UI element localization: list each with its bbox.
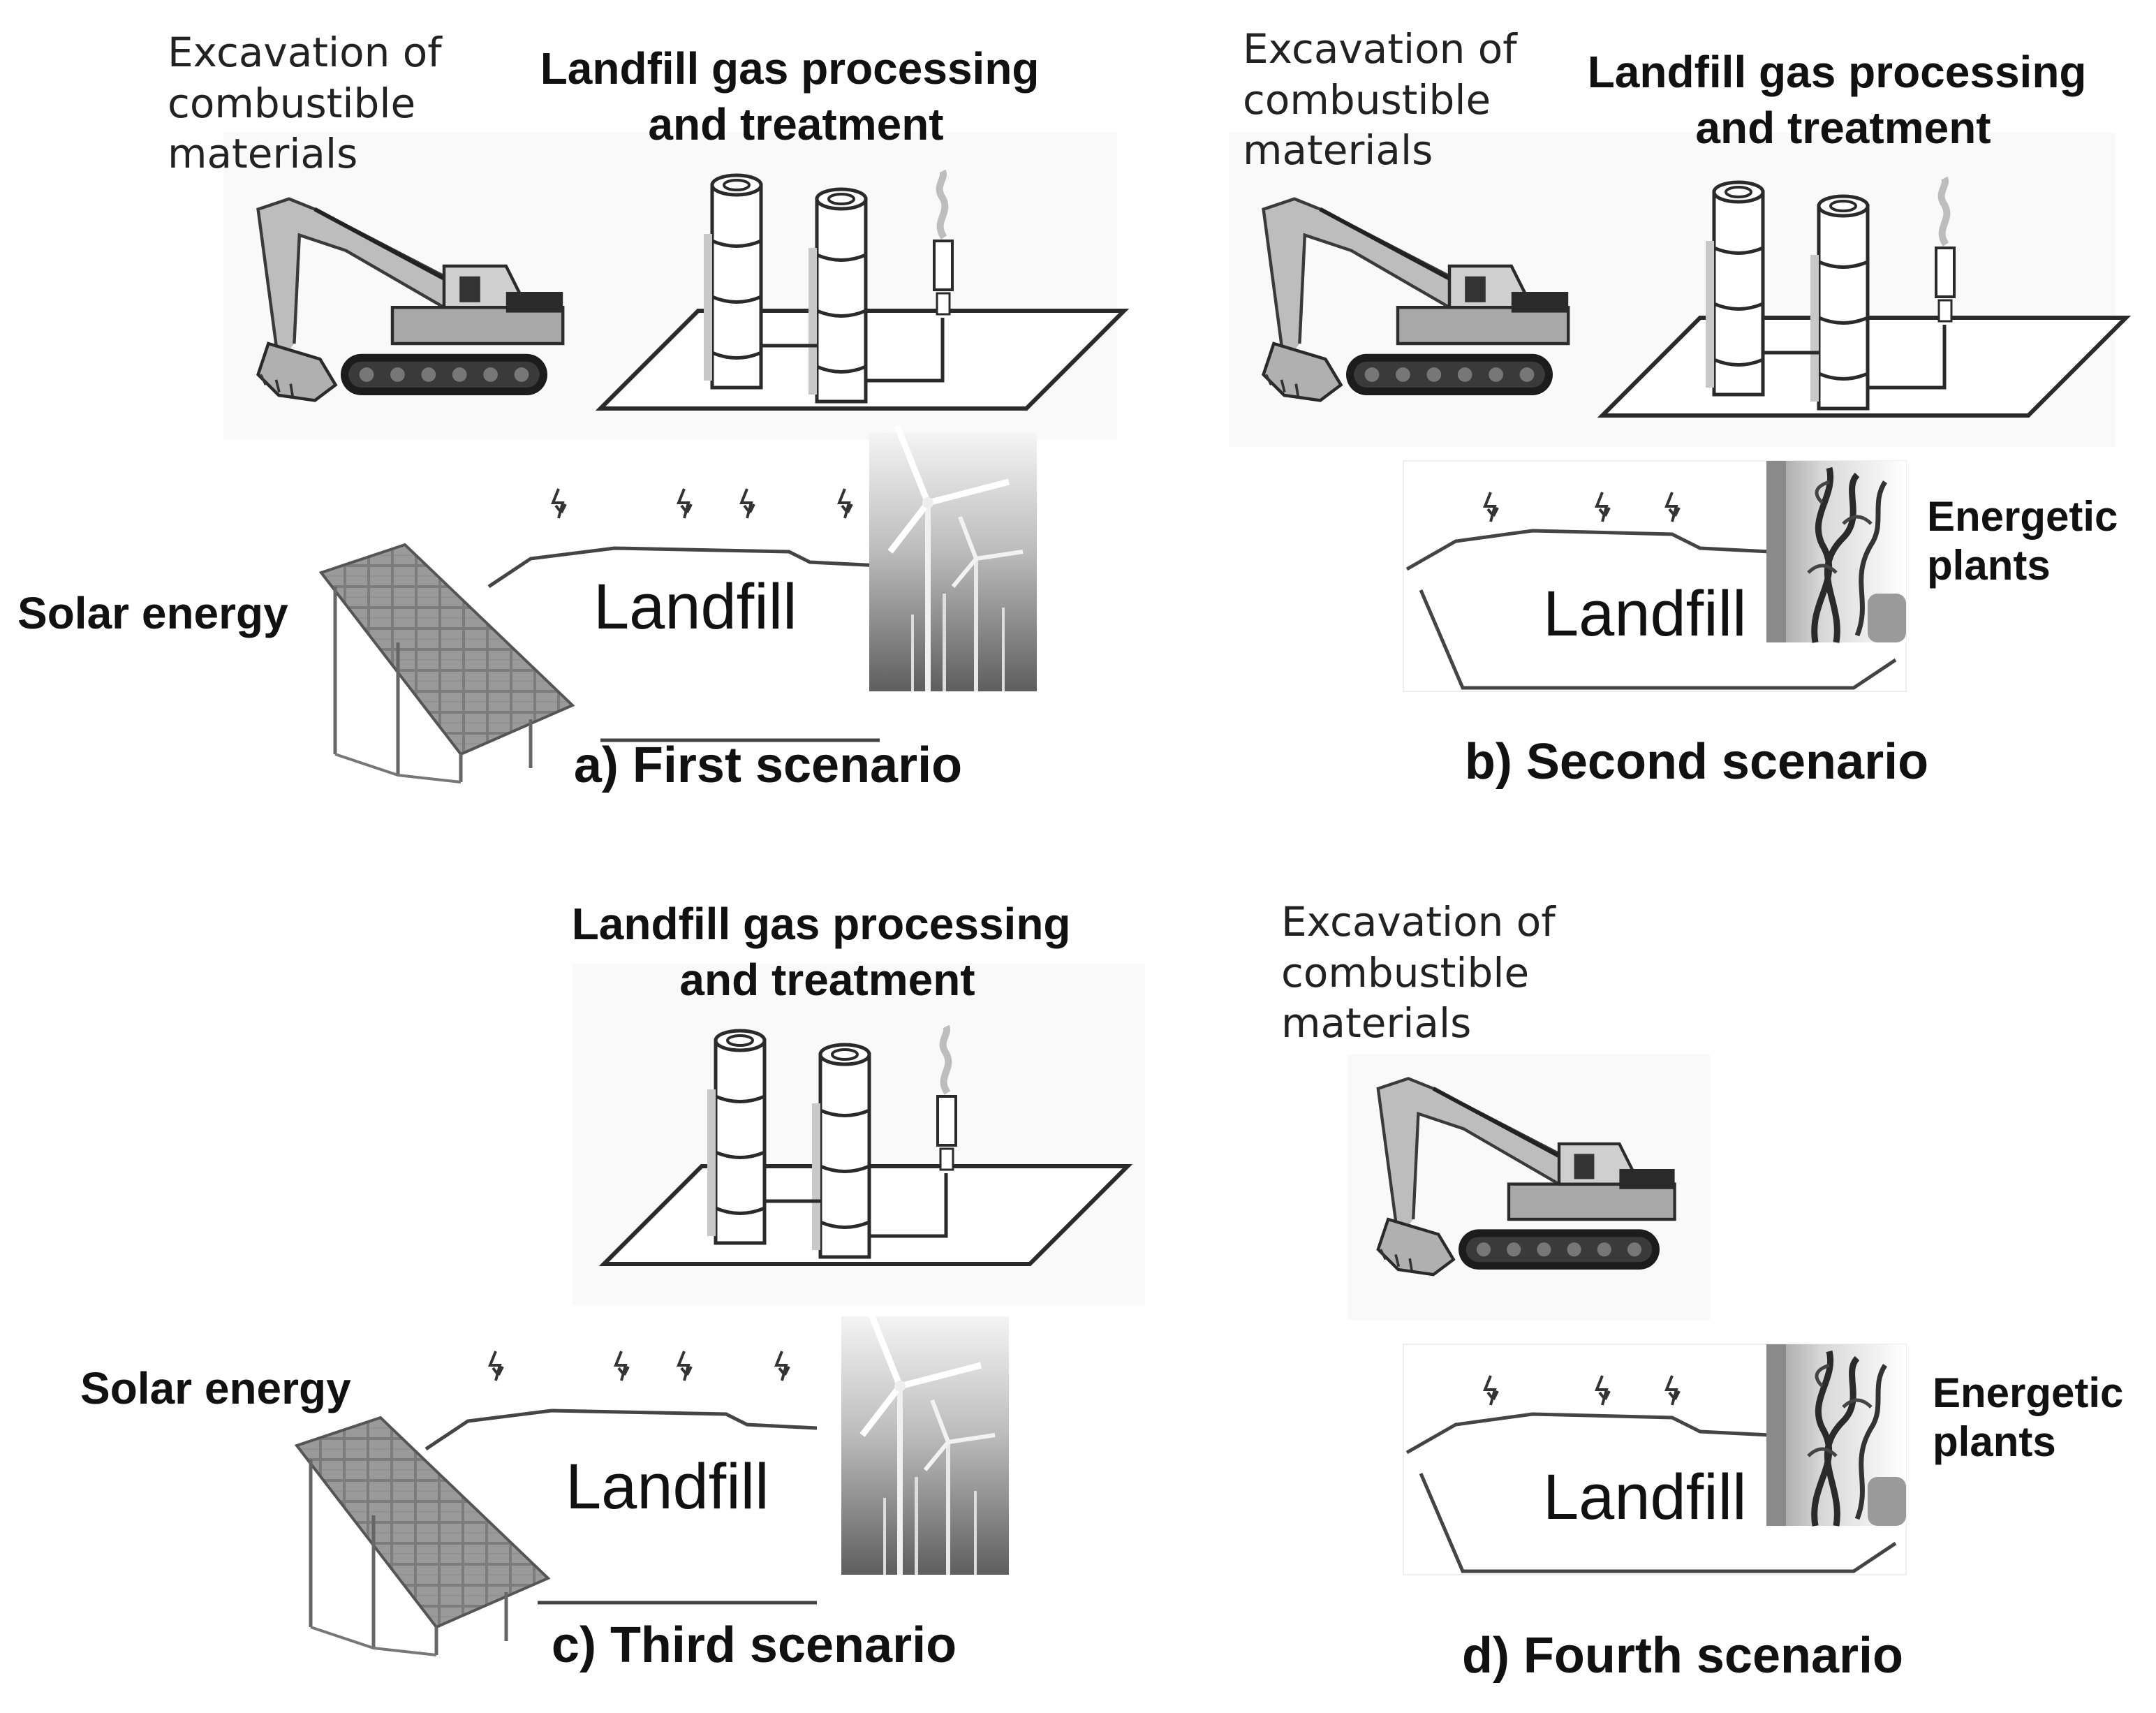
caption-second-scenario: b) Second scenario xyxy=(1465,734,1928,790)
panel-third-scenario: Landfill gas processing and treatment La… xyxy=(80,899,1145,1673)
gas-label-c: Landfill gas processing and treatment xyxy=(572,899,1084,1005)
gas-label-a: Landfill gas processing and treatment xyxy=(540,43,1052,149)
landfill-label-d: Landfill xyxy=(1543,1462,1747,1533)
solar-label-a: Solar energy xyxy=(17,588,288,638)
solar-label-c: Solar energy xyxy=(80,1363,351,1413)
caption-third-scenario: c) Third scenario xyxy=(552,1617,957,1673)
plants-label-d: Energetic plants xyxy=(1933,1369,2135,1465)
excavation-label-b: Excavation of combustible materials xyxy=(1243,25,1530,174)
landfill-label-a: Landfill xyxy=(593,571,797,642)
caption-fourth-scenario: d) Fourth scenario xyxy=(1462,1628,1903,1684)
panel-first-scenario: Excavation of combustible materials Land… xyxy=(17,29,1124,793)
excavation-label-a: Excavation of combustible materials xyxy=(168,29,455,177)
panel-fourth-scenario: Excavation of combustible materials Land… xyxy=(1281,898,2135,1684)
wind-turbines-icon xyxy=(841,1309,1009,1575)
gas-label-b: Landfill gas processing and treatment xyxy=(1588,47,2099,153)
energetic-plants-icon xyxy=(1766,461,1906,642)
caption-first-scenario: a) First scenario xyxy=(574,737,962,793)
energetic-plants-icon xyxy=(1766,1344,1906,1526)
plants-label-b: Energetic plants xyxy=(1927,493,2129,589)
panel-second-scenario: Excavation of combustible materials Land… xyxy=(1229,25,2129,790)
solar-panel-icon xyxy=(297,1418,548,1655)
excavation-label-d: Excavation of combustible materials xyxy=(1281,898,1568,1047)
solar-panel-icon xyxy=(321,545,573,782)
wind-turbines-icon xyxy=(869,426,1037,691)
landfill-label-b: Landfill xyxy=(1543,578,1747,649)
landfill-label-c: Landfill xyxy=(566,1451,769,1522)
